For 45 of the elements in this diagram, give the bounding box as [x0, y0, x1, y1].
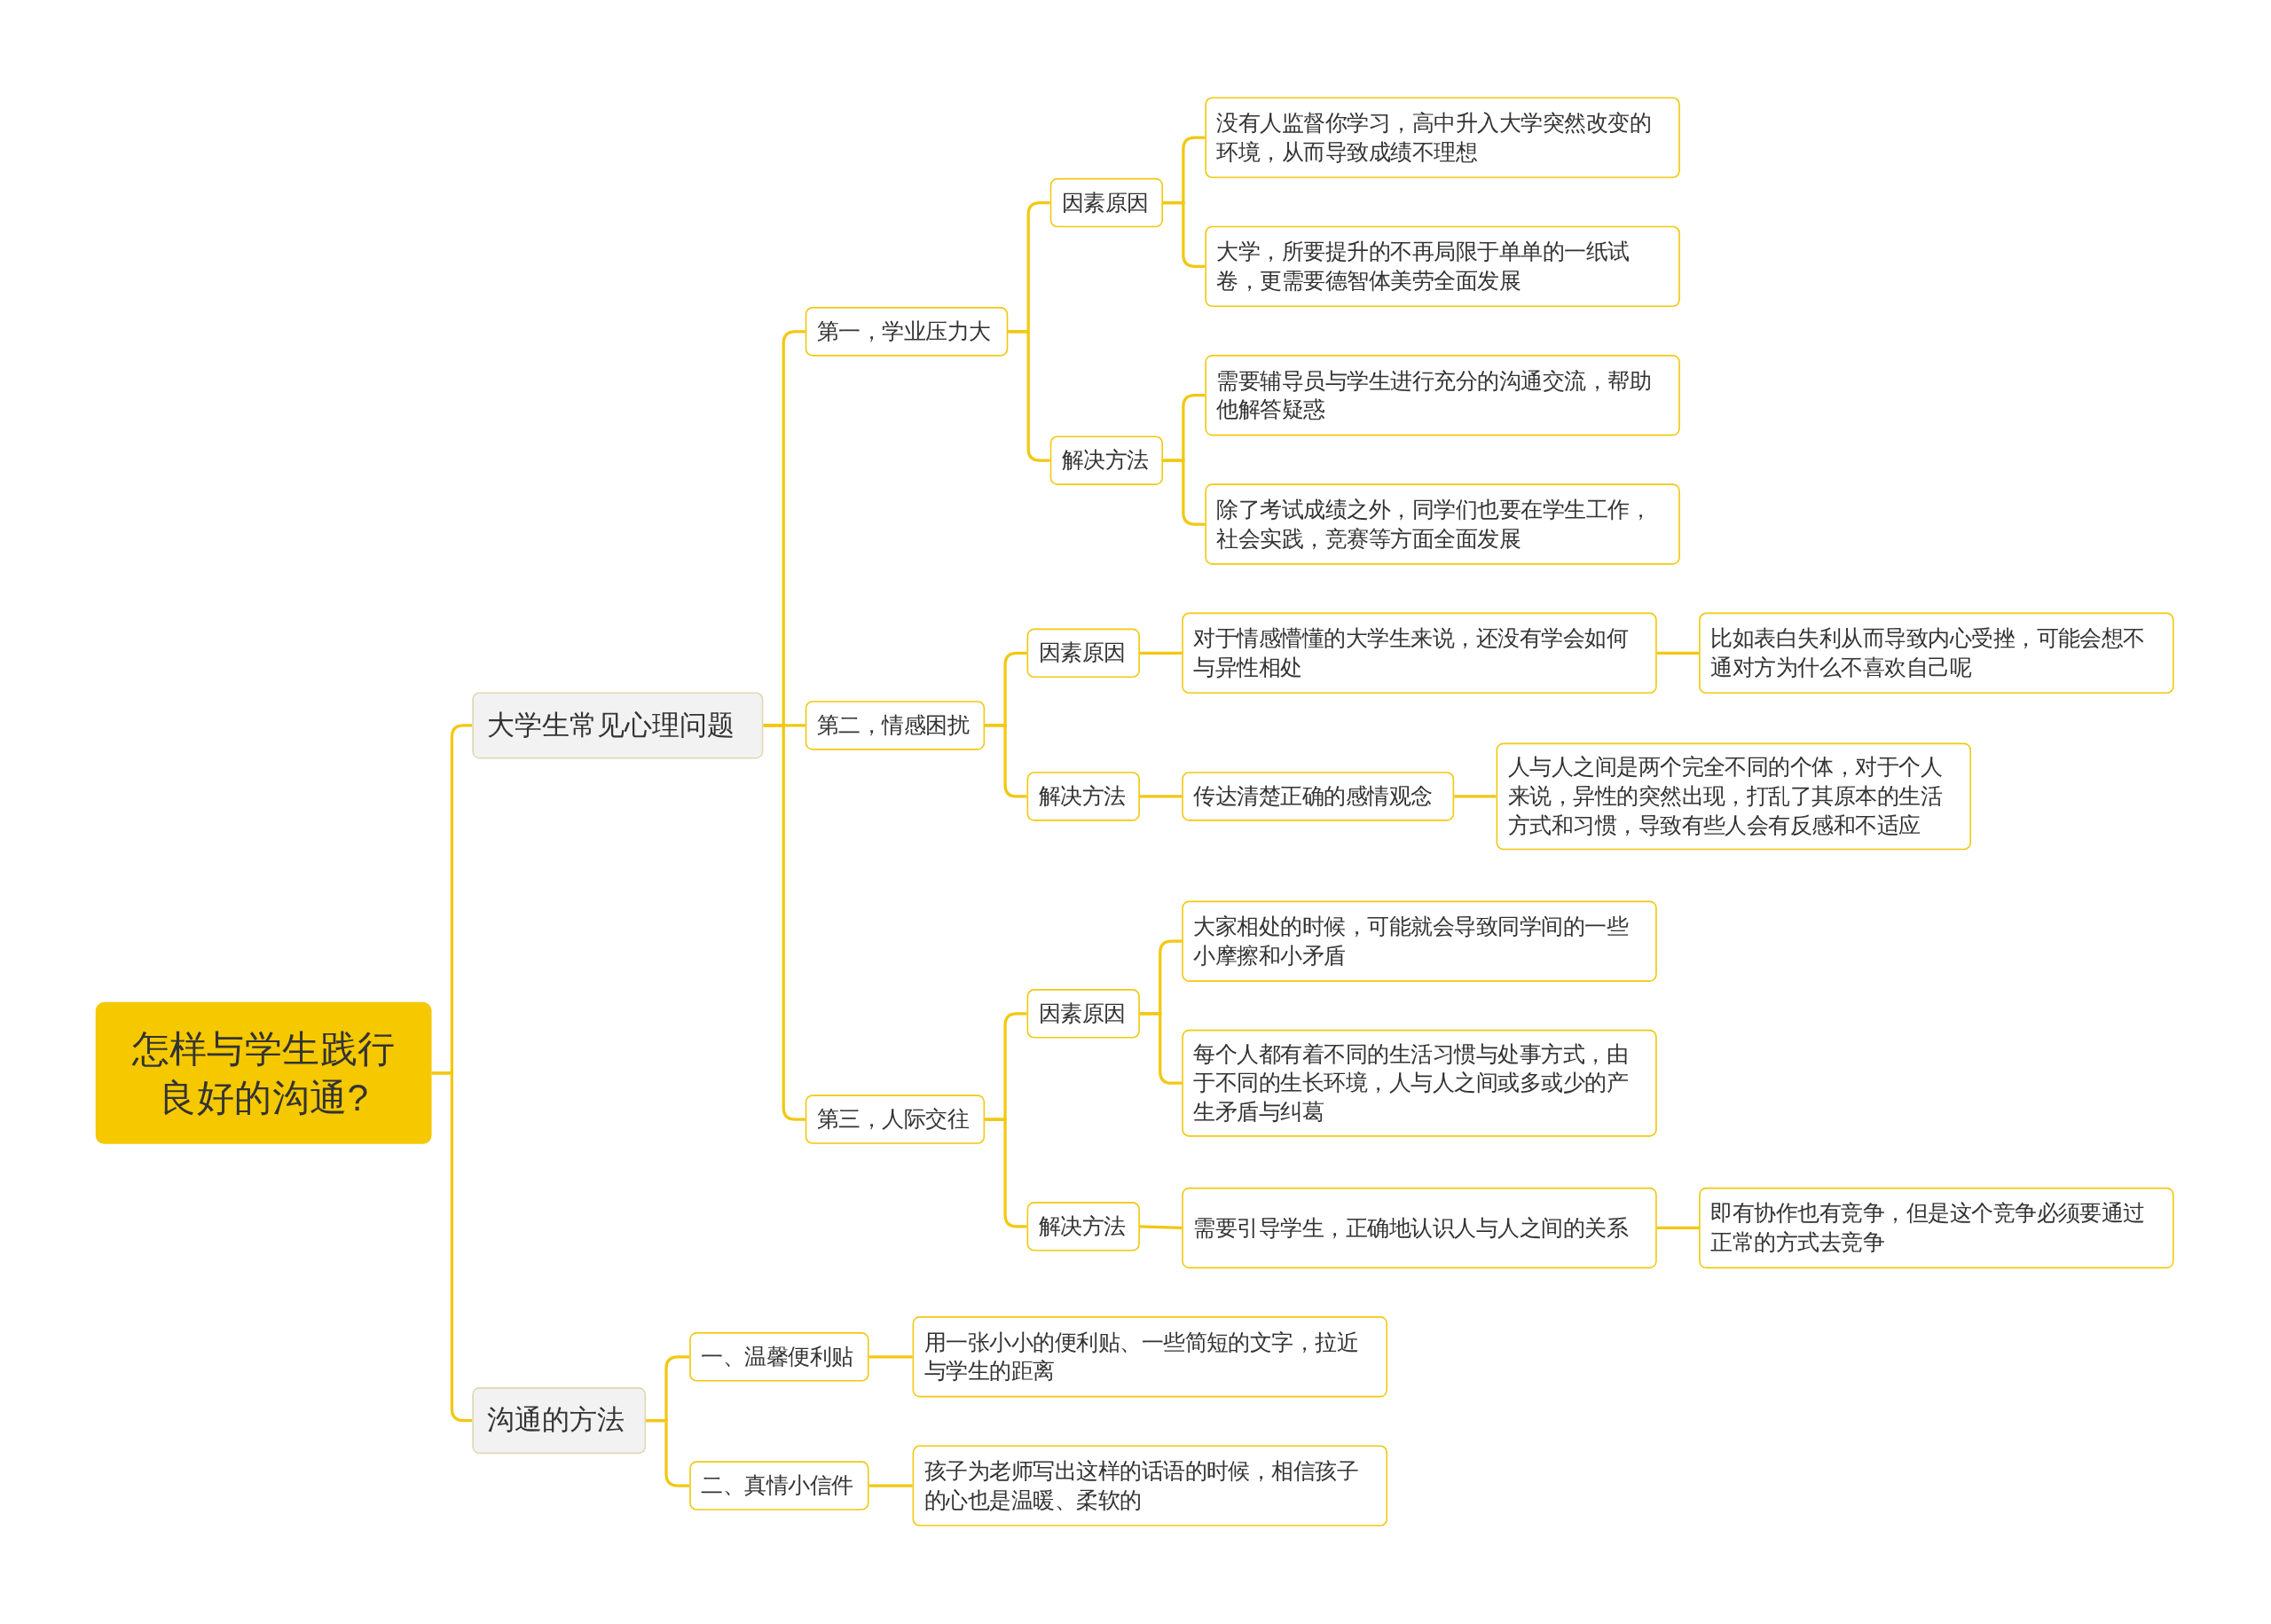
subtopic-box: 解决方法 — [1049, 435, 1163, 485]
subtopic-box: 因素原因 — [1026, 989, 1140, 1039]
subtopic-box: 一、温馨便利贴 — [689, 1332, 869, 1382]
note-box: 大家相处的时候，可能就会导致同学间的一些小摩擦和小矛盾 — [1182, 900, 1657, 982]
subtopic-box: 因素原因 — [1026, 628, 1140, 679]
subtopic-box: 第二，情感困扰 — [805, 701, 986, 750]
connector-line — [1139, 795, 1183, 798]
connector-line — [985, 724, 1027, 798]
connector-line — [1139, 1225, 1183, 1230]
topic-box: 大学生常见心理问题 — [472, 692, 764, 759]
subtopic-box: 传达清楚正确的感情观念 — [1182, 772, 1455, 821]
note-box: 除了考试成绩之外，同学们也要在学生工作，社会实践，竞赛等方面全面发展 — [1205, 483, 1680, 565]
subtopic-box: 解决方法 — [1026, 1202, 1140, 1251]
subtopic-box: 二、真情小信件 — [689, 1461, 869, 1510]
connector-line — [1656, 651, 1700, 655]
subtopic-box: 第三，人际交往 — [805, 1094, 986, 1144]
note-box: 比如表白失利从而导致内心受挫，可能会想不通对方为什么不喜欢自己呢 — [1699, 612, 2174, 694]
connector-line — [985, 1118, 1027, 1228]
connector-line — [646, 1419, 690, 1487]
connector-line — [868, 1355, 913, 1359]
subtopic-box: 解决方法 — [1026, 772, 1140, 821]
subtopic-box: 第一，学业压力大 — [805, 307, 1009, 357]
connector-line — [1454, 795, 1497, 798]
note-box: 每个人都有着不同的生活习惯与处事方式，由于不同的生长环境，人与人之间或多或少的产生矛盾与纠葛 — [1182, 1029, 1657, 1137]
note-box: 需要辅导员与学生进行充分的沟通交流，帮助他解答疑惑 — [1205, 355, 1680, 436]
connector-line — [1008, 330, 1050, 462]
note-box: 没有人监督你学习，高中升入大学突然改变的环境，从而导致成绩不理想 — [1205, 97, 1680, 178]
note-box: 人与人之间是两个完全不同的个体，对于个人来说，异性的突然出现，打乱了其原本的生活方式和习惯，导致有些人会有反感和不适应 — [1496, 742, 1972, 851]
note-box: 对于情感懵懂的大学生来说，还没有学会如何与异性相处 — [1182, 612, 1657, 694]
note-box: 即有协作也有竞争，但是这个竞争必须要通过正常的方式去竞争 — [1699, 1187, 2174, 1269]
note-box: 孩子为老师写出这样的话语的时候，相信孩子的心也是温暖、柔软的 — [912, 1445, 1388, 1526]
note-box: 需要引导学生，正确地认识人与人之间的关系 — [1182, 1187, 1657, 1269]
note-box: 用一张小小的便利贴、一些简短的文字，拉近与学生的距离 — [912, 1316, 1388, 1398]
connector-line — [1163, 459, 1206, 526]
connector-line — [763, 724, 805, 1121]
note-box: 大学，所要提升的不再局限于单单的一纸试卷，更需要德智体美劳全面发展 — [1205, 225, 1680, 308]
connector-line — [1163, 200, 1206, 269]
connector-line — [1139, 1012, 1183, 1085]
central-topic-box: 怎样与学生践行良好的沟通? — [95, 1001, 432, 1144]
connector-line — [1139, 651, 1183, 655]
connector-line — [1656, 1226, 1700, 1230]
connector-line — [431, 1071, 473, 1423]
connector-line — [868, 1484, 913, 1487]
subtopic-box: 因素原因 — [1049, 177, 1163, 228]
topic-box: 沟通的方法 — [472, 1387, 647, 1455]
